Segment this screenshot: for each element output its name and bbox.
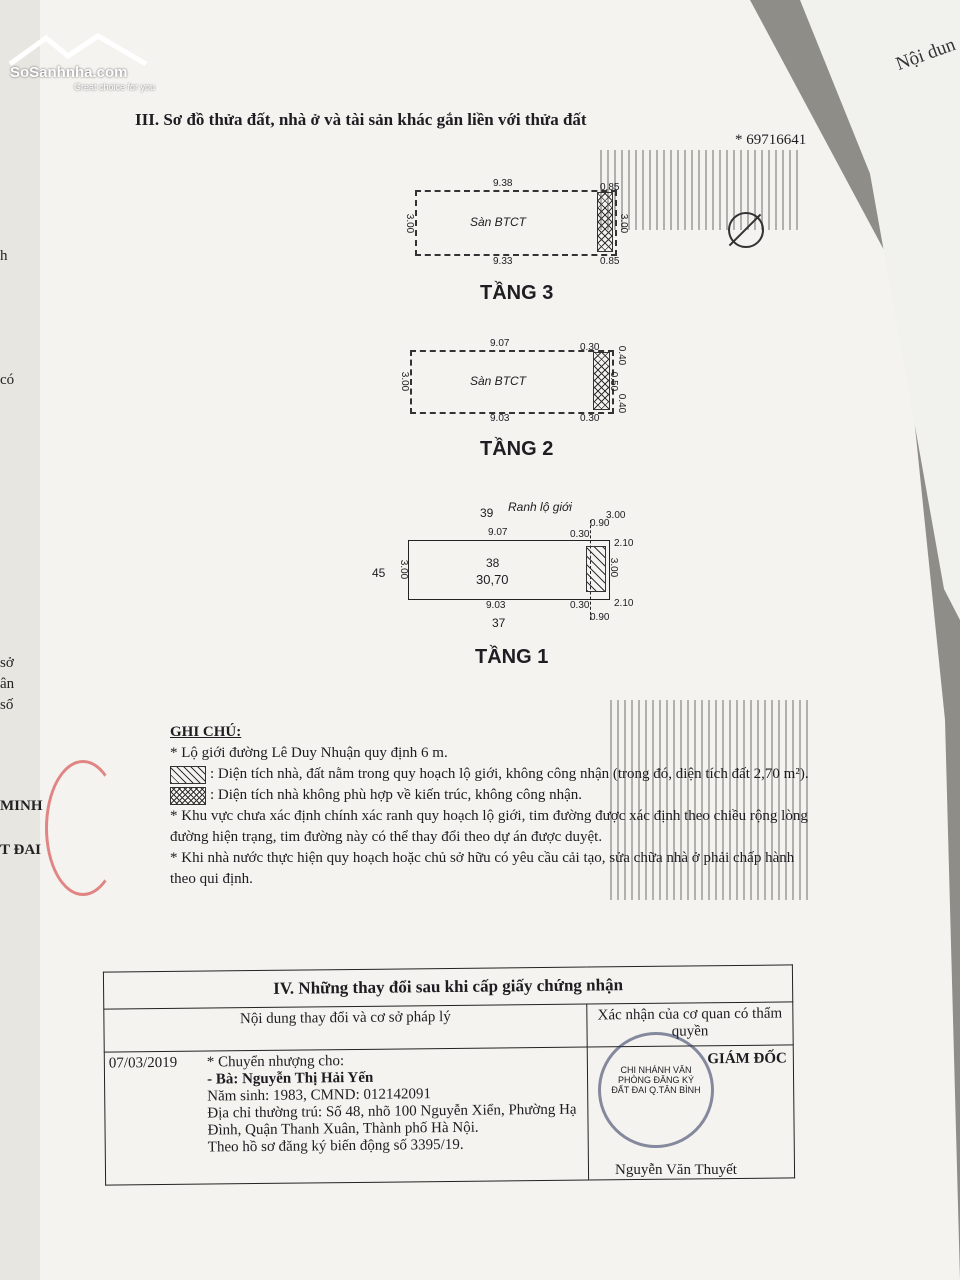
neighbor-plot-top: 39 [480,506,494,520]
floor3-room-label: Sàn BTCT [470,215,527,229]
floor3-bottom-dim: 9.33 [493,256,513,267]
floor2-right-dim: 0.40 [616,393,628,414]
floor1-side-dim: 3.00 [398,559,410,580]
floor1-title: TẦNG 1 [475,646,549,668]
serial-number: * 69716641 [735,132,807,148]
note-item-crosshatched: : Diện tích nhà không phù hợp về kiến tr… [170,785,810,806]
left-fragment: T ĐAI [0,842,41,858]
floor3-side-dim: 3.00 [404,213,416,234]
floor3-plan [415,190,617,256]
floor1-right-dim: 2.10 [614,538,634,549]
change-line: Địa chỉ thường trú: Số 48, nhõ 100 Nguyễ… [207,1101,577,1139]
scan-noise [610,700,810,900]
document-page [40,0,960,1280]
floor2-nonconforming-area [593,352,610,410]
floor1-top-dim: 9.07 [488,527,508,538]
note-text: : Diện tích nhà, đất nằm trong quy hoạch… [210,766,809,782]
floor2-right-dim: 0.40 [616,345,628,366]
floor2-room-label: Sàn BTCT [470,374,527,388]
floor1-plan [408,540,610,600]
road-boundary-label: Ranh lộ giới [508,500,572,514]
floor2-right-dim: 0.50 [608,371,620,392]
left-fragment: sở [0,655,14,671]
column-content-header: Nội dung thay đổi và cơ sở pháp lý [103,1004,588,1053]
watermark-brand: SoSanhnha.com [10,64,128,81]
floor3-right-dim: 0.85 [600,182,620,193]
stamp-text: CHI NHÁNH VĂN PHÒNG ĐĂNG KÝ ĐẤT ĐAI Q.TÂ… [611,1065,701,1095]
note-text: : Diện tích nhà không phù hợp về kiến tr… [210,787,583,803]
floor1-road-reserve-area [586,546,606,592]
floor3-nonconforming-area [597,192,613,252]
notes-heading: GHI CHÚ: [170,724,242,740]
signer-name: Nguyễn Văn Thuyết [615,1162,737,1178]
watermark-logo: SoSanhnha.com Great choice for you [6,30,166,100]
floor1-bottom-dim: 9.03 [486,600,506,611]
floor2-side-dim: 3.00 [399,371,411,392]
left-fragment: h [0,248,8,264]
neighbor-plot-left: 45 [372,566,386,580]
floor3-title: TẦNG 3 [480,282,554,304]
cross-hatch-swatch [170,786,206,805]
note-item: * Khu vực chưa xác định chính xác ranh q… [170,808,808,845]
floor3-right-dim: 3.00 [618,213,630,234]
floor1-right-dim: 0.90 [590,612,610,623]
floor1-right-dim: 3.00 [608,557,620,578]
floor1-right-dim: 0.90 [590,518,610,529]
column-confirm-header: Xác nhận của cơ quan có thẩm quyền [586,1001,794,1048]
scan-noise [600,150,800,230]
floor1-area: 30,70 [476,572,509,587]
note-item: * Khi nhà nước thực hiện quy hoạch hoặc … [170,850,795,887]
floor2-plan [410,350,614,414]
floor2-bottom-dim: 9.03 [490,413,510,424]
left-fragment: MINH [0,798,43,814]
change-entry: 07/03/2019 * Chuyển nhượng cho: - Bà: Ng… [104,1047,589,1186]
section3-title: III. Sơ đồ thửa đất, nhà ở và tài sản kh… [135,110,587,129]
office-stamp: CHI NHÁNH VĂN PHÒNG ĐĂNG KÝ ĐẤT ĐAI Q.TÂ… [598,1032,714,1148]
notes-block: GHI CHÚ: * Lộ giới đường Lê Duy Nhuận qu… [170,722,810,890]
floor2-right-dim: 0.30 [580,413,600,424]
diagonal-hatch-swatch [170,765,206,784]
watermark-tagline: Great choice for you [74,82,156,92]
note-item-hatched: : Diện tích nhà, đất nằm trong quy hoạch… [170,764,810,785]
left-fragment: số [0,697,14,713]
floor1-right-dim: 0.30 [570,529,590,540]
floor1-right-dim: 2.10 [614,598,634,609]
floor2-right-dim: 0.30 [580,342,600,353]
change-line: Theo hồ sơ đăng ký biến động số 3395/19. [207,1136,464,1156]
change-date: 07/03/2019 [108,1054,178,1072]
floor1-right-dim: 3.00 [606,510,626,521]
red-seal-stamp [45,760,121,896]
floor1-plot-number: 38 [486,556,500,570]
floor2-title: TẦNG 2 [480,438,554,460]
floor3-right-dim: 0.85 [600,256,620,267]
left-fragment: ân [0,676,15,692]
floor1-right-dim: 0.30 [570,600,590,611]
house-roof-icon [8,33,148,67]
floor3-top-dim: 9.38 [493,178,513,189]
floor2-top-dim: 9.07 [490,338,510,349]
note-item: * Lộ giới đường Lê Duy Nhuận quy định 6 … [170,745,448,761]
north-arrow-icon [728,212,764,248]
left-fragment: có [0,372,15,388]
neighbor-plot-bottom: 37 [492,616,506,630]
